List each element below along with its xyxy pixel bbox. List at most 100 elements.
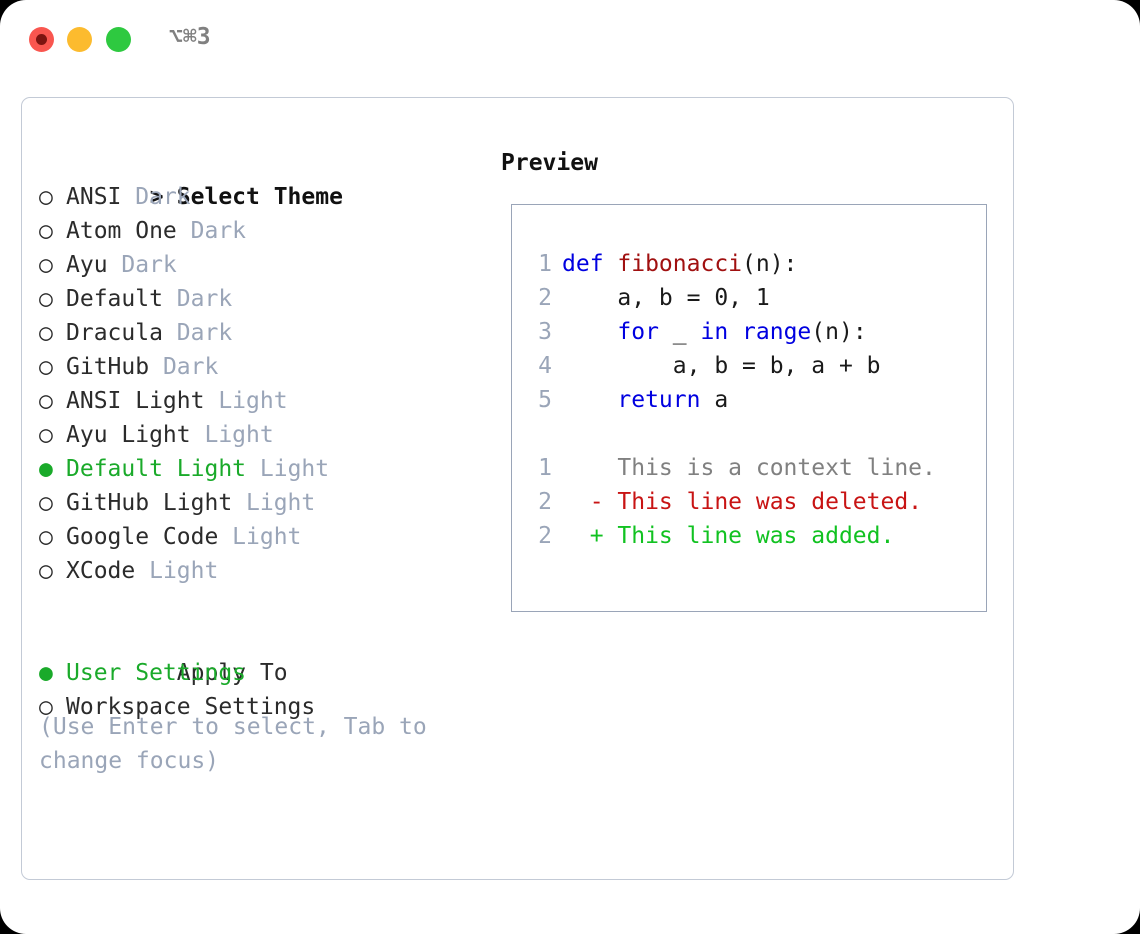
theme-option-label: ANSI [66, 184, 136, 210]
diff-line-add: 2 + This line was added. [526, 519, 976, 553]
radio-selected-icon: ● [39, 660, 53, 686]
window-titlebar: ⌥⌘3 [0, 0, 1140, 78]
radio-unselected-icon: ○ [39, 422, 53, 448]
select-theme-heading: >Select Theme [39, 146, 489, 210]
theme-variant-tag: Light [204, 422, 274, 448]
diff-line-text: This line was deleted. [603, 489, 923, 515]
code-line: 1 def fibonacci(n): [526, 247, 976, 281]
theme-option-ansi-light[interactable]: ○ ANSI Light Light [39, 384, 489, 418]
radio-selected-icon: ● [39, 456, 53, 482]
code-token: for [617, 319, 659, 345]
radio-unselected-icon: ○ [39, 320, 53, 346]
diff-sign: + [562, 523, 604, 549]
radio-unselected-icon: ○ [39, 388, 53, 414]
apply-to-option-list[interactable]: ● User Settings ○ Workspace Settings [39, 656, 489, 724]
radio-unselected-icon: ○ [39, 524, 53, 550]
theme-variant-tag: Light [259, 456, 330, 482]
code-token: range [742, 319, 812, 345]
theme-option-list[interactable]: ○ANSI Dark○Atom One Dark○Ayu Dark○Defaul… [39, 180, 489, 588]
code-line: 5 return a [526, 383, 976, 417]
theme-variant-tag: Light [246, 490, 316, 516]
prompt-caret-icon: > [149, 184, 164, 210]
theme-option-label: Default Light [66, 456, 260, 482]
theme-option-dracula[interactable]: ○ Dracula Dark [39, 316, 489, 350]
theme-option-label: Ayu [66, 252, 122, 278]
theme-variant-tag: Dark [162, 354, 219, 380]
code-token [562, 387, 617, 413]
radio-unselected-icon: ○ [39, 354, 53, 380]
code-token: (n): [811, 319, 867, 345]
code-token: fibonacci [617, 251, 743, 277]
radio-unselected-icon: ○ [39, 252, 53, 278]
apply-to-option-label: Workspace Settings [66, 694, 316, 720]
theme-option-label: ANSI Light [66, 388, 219, 414]
diff-line-del: 2 - This line was deleted. [526, 485, 976, 519]
theme-option-ayu-light[interactable]: ○ Ayu Light Light [39, 418, 489, 452]
theme-option-ansi[interactable]: ○ ANSI Dark [39, 180, 489, 214]
theme-option-label: GitHub Light [66, 490, 247, 516]
recording-indicator-icon [36, 34, 47, 45]
radio-unselected-icon: ○ [39, 558, 53, 584]
theme-variant-tag: Light [218, 388, 288, 414]
code-token: return [617, 387, 701, 413]
code-token [562, 319, 617, 345]
code-token: (n): [742, 251, 798, 277]
diff-line-text: This is a context line. [603, 455, 936, 481]
theme-option-label: Atom One [66, 218, 191, 244]
radio-unselected-icon: ○ [39, 490, 53, 516]
code-token: def [562, 251, 618, 277]
theme-option-github[interactable]: ○GitHub Dark [39, 350, 489, 384]
code-token: a, b = 0, 1 [562, 285, 770, 311]
radio-unselected-icon: ○ [39, 184, 53, 210]
diff-line-ctx: 1 This is a context line. [526, 451, 976, 485]
list-spacer [39, 588, 489, 622]
code-token: _ [658, 319, 701, 345]
radio-unselected-icon: ○ [39, 286, 53, 312]
theme-picker-dialog: >Select Theme ○ANSI Dark○Atom One Dark○A… [21, 97, 1014, 880]
code-token [728, 319, 742, 345]
apply-to-option-user-settings[interactable]: ● User Settings [39, 656, 489, 690]
theme-option-github-light[interactable]: ○ GitHub Light Light [39, 486, 489, 520]
theme-option-label: Ayu Light [66, 422, 205, 448]
minimize-window-button[interactable] [67, 27, 92, 52]
apply-to-option-workspace-settings[interactable]: ○ Workspace Settings [39, 690, 489, 724]
maximize-window-button[interactable] [106, 27, 131, 52]
theme-option-google-code[interactable]: ○Google Code Light [39, 520, 489, 554]
theme-variant-tag: Dark [121, 252, 177, 278]
theme-option-label: Dracula [66, 320, 177, 346]
theme-option-default-light[interactable]: ● Default Light Light [39, 452, 489, 486]
diff-line-number: 1 [538, 455, 552, 481]
theme-option-ayu[interactable]: ○ Ayu Dark [39, 248, 489, 282]
apply-to-option-label: User Settings [66, 660, 247, 686]
diff-line-number: 2 [538, 489, 552, 515]
code-line-number: 2 [538, 285, 552, 311]
radio-unselected-icon: ○ [39, 694, 53, 720]
code-line: 4 a, b = b, a + b [526, 349, 976, 383]
code-token: a, b = b, a + b [562, 353, 881, 379]
close-window-button[interactable] [29, 27, 54, 52]
code-line: 2 a, b = 0, 1 [526, 281, 976, 315]
theme-selection-column: >Select Theme ○ANSI Dark○Atom One Dark○A… [39, 146, 489, 724]
code-token: a [700, 387, 729, 413]
apply-to-heading: Apply To [39, 622, 489, 686]
theme-option-label: Default [66, 286, 177, 312]
apply-to-heading-label: Apply To [176, 660, 288, 686]
theme-option-default[interactable]: ○Default Dark [39, 282, 489, 316]
code-line: 3 for _ in range(n): [526, 315, 976, 349]
preview-title: Preview [501, 150, 598, 176]
diff-sign: - [562, 489, 604, 515]
code-line-number: 3 [538, 319, 552, 345]
preview-column: Preview [501, 146, 1001, 180]
diff-line-text: This line was added. [603, 523, 895, 549]
code-line-number: 1 [538, 251, 552, 277]
theme-option-xcode[interactable]: ○XCode Light [39, 554, 489, 588]
theme-variant-tag: Dark [176, 320, 233, 346]
theme-variant-tag: Light [149, 558, 219, 584]
theme-option-atom-one[interactable]: ○Atom One Dark [39, 214, 489, 248]
theme-variant-tag: Dark [135, 184, 191, 210]
diff-line-number: 2 [538, 523, 552, 549]
keyboard-hint-text: (Use Enter to select, Tab to change focu… [39, 714, 441, 774]
